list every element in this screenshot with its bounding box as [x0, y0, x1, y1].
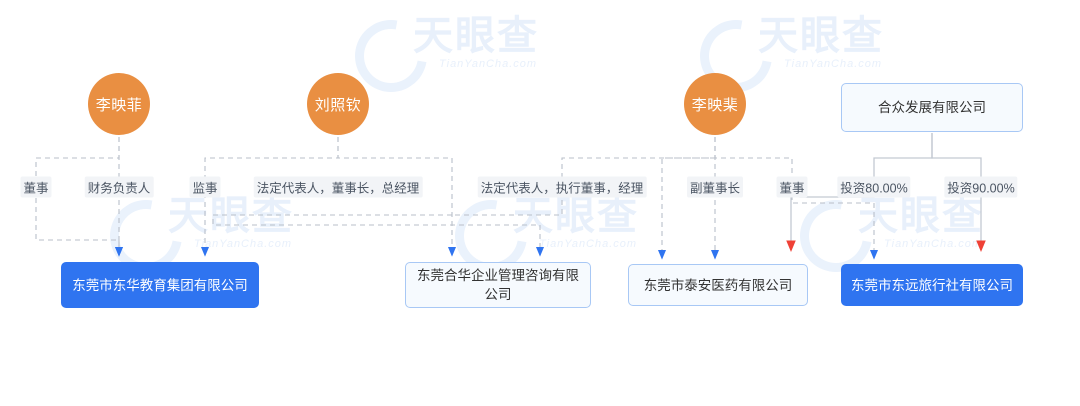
edge-liyingfei-donghua-director	[35, 137, 124, 257]
watermark-subtitle: TianYanCha.com	[194, 238, 293, 250]
watermark-subtitle: TianYanCha.com	[784, 58, 883, 70]
edge-label-legalrep-chairman-gm: 法定代表人，董事长，总经理	[253, 176, 423, 198]
watermark-subtitle: TianYanCha.com	[539, 238, 638, 250]
edge-label-legalrep-execdirector-manager: 法定代表人，执行董事，经理	[477, 176, 647, 198]
edge-label-vice-chairman: 副董事长	[686, 176, 744, 198]
watermark-text: 天眼查 TianYanCha.com	[758, 16, 884, 70]
watermark-text: 天眼查 TianYanCha.com	[858, 196, 984, 250]
person-name: 李映菲	[95, 96, 143, 114]
company-name: 东莞市泰安医药有限公司	[643, 277, 793, 293]
watermark-subtitle: TianYanCha.com	[884, 238, 983, 250]
edge-liyingfei2-taian-branch	[657, 157, 715, 260]
edge-label-invest-80: 投资80.00%	[837, 176, 911, 198]
person-node-liyingfei2[interactable]: 李映棐	[684, 73, 746, 135]
watermark-title: 天眼查	[858, 194, 984, 238]
watermark-subtitle: TianYanCha.com	[439, 58, 538, 70]
edge-hezhong-dongyuan-invest90	[931, 133, 986, 252]
edge-label-director-2: 董事	[776, 176, 808, 198]
company-node-taian-yiyao[interactable]: 东莞市泰安医药有限公司	[628, 264, 808, 306]
watermark-title: 天眼查	[168, 194, 294, 238]
company-node-dongyuan-lvxingshe[interactable]: 东莞市东远旅行社有限公司	[841, 264, 1023, 306]
company-node-donghua-jiaoyu[interactable]: 东莞市东华教育集团有限公司	[61, 262, 259, 308]
watermark-title: 天眼查	[758, 14, 884, 58]
edge-label-finance-head: 财务负责人	[84, 176, 154, 198]
company-node-hezhong-fazhan[interactable]: 合众发展有限公司	[841, 83, 1023, 132]
person-node-liyingfei[interactable]: 李映菲	[88, 73, 150, 135]
person-node-liuzhaoqin[interactable]: 刘照钦	[307, 73, 369, 135]
watermark-text: 天眼查 TianYanCha.com	[413, 16, 539, 70]
person-name: 李映棐	[691, 96, 739, 114]
person-name: 刘照钦	[314, 96, 362, 114]
company-name: 合众发展有限公司	[878, 100, 986, 115]
company-name: 东莞市东华教育集团有限公司	[72, 277, 248, 293]
edge-liuzhaoqin-hehua-legalrep	[337, 137, 457, 257]
edge-label-supervisor: 监事	[189, 176, 221, 198]
edge-liuzhaoqin-hehua-link	[212, 214, 545, 257]
edge-label-director-1: 董事	[20, 176, 52, 198]
watermark-text: 天眼查 TianYanCha.com	[513, 196, 639, 250]
edge-label-invest-90: 投资90.00%	[944, 176, 1018, 198]
watermark-text: 天眼查 TianYanCha.com	[168, 196, 294, 250]
company-node-hehua-qiye[interactable]: 东莞合华企业管理咨询有限公司	[405, 262, 591, 308]
watermark-title: 天眼查	[513, 194, 639, 238]
company-name: 东莞合华企业管理咨询有限公司	[417, 268, 579, 302]
company-name: 东莞市东远旅行社有限公司	[851, 277, 1013, 293]
watermark-title: 天眼查	[413, 14, 539, 58]
